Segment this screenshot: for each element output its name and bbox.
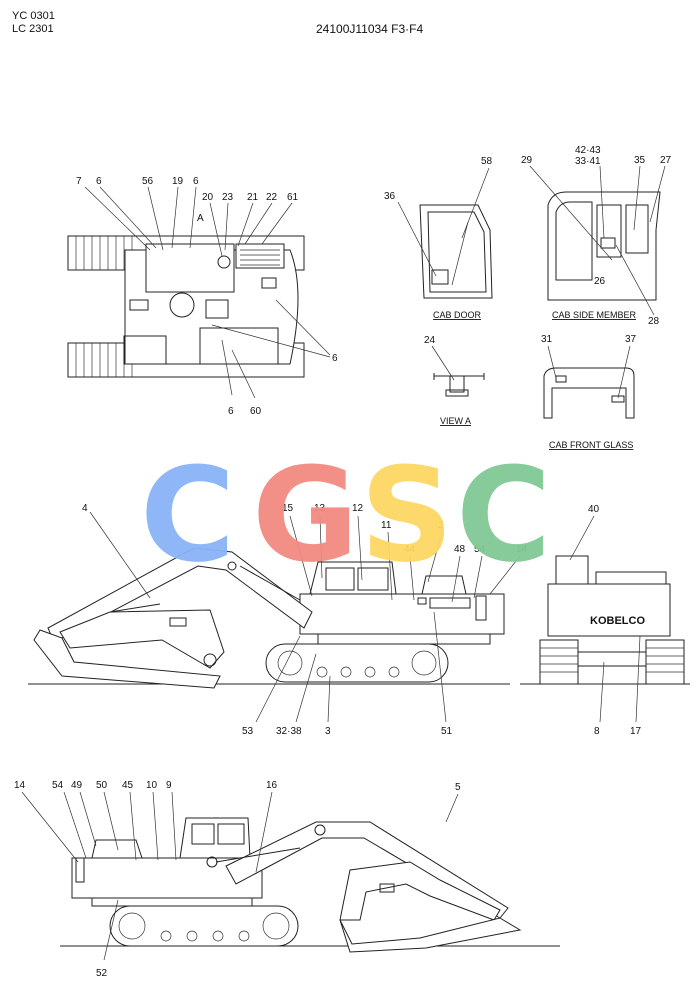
callout-60: 60 <box>250 406 262 417</box>
callout-61: 61 <box>287 192 299 203</box>
callout-35: 35 <box>634 155 646 166</box>
callout-53: 53 <box>242 726 254 737</box>
callout-32-38: 32·38 <box>276 726 302 737</box>
rear-left-track <box>539 639 579 685</box>
callout-14: 14 <box>516 544 528 555</box>
rear-counterweight <box>547 583 671 637</box>
callout-10: 10 <box>146 780 158 791</box>
callout-11: 11 <box>381 520 392 531</box>
cab-front-glass-caption: CAB FRONT GLASS <box>549 440 633 450</box>
callout-26: 26 <box>594 276 606 287</box>
callout-24: 24 <box>424 335 436 346</box>
callout-29: 29 <box>521 155 533 166</box>
callout-7: 7 <box>76 176 82 187</box>
watermark-letter-c1: C <box>140 439 235 591</box>
callout-27: 27 <box>660 155 672 166</box>
callout-23: 23 <box>222 192 234 203</box>
callout-44: 44 <box>404 544 416 555</box>
callout-37: 37 <box>625 334 637 345</box>
callout-9: 9 <box>166 780 172 791</box>
callout-6: 6 <box>228 406 234 417</box>
model-code-1: YC 0301 <box>12 10 55 22</box>
callout-48: 48 <box>454 544 466 555</box>
callout-6: 6 <box>193 176 199 187</box>
cab-side-member-drawing: 29 42·43 33·41 35 27 26 28 CAB SIDE MEMB… <box>521 145 672 327</box>
cab-side-member-caption: CAB SIDE MEMBER <box>552 310 637 320</box>
callout-51: 51 <box>441 726 453 737</box>
callout-15: 15 <box>282 503 294 514</box>
right-cab <box>179 817 251 859</box>
callout-8: 8 <box>594 726 600 737</box>
callout-28: 28 <box>648 316 660 327</box>
swing-circle <box>169 292 195 318</box>
cab-door-drawing: 36 58 CAB DOOR <box>384 156 493 320</box>
callout-13: 13 <box>314 503 326 514</box>
callout-6: 6 <box>96 176 102 187</box>
cab-top <box>145 243 235 293</box>
callout-14: 14 <box>14 780 26 791</box>
rear-view-drawing: KOBELCO 40 8 17 <box>520 504 690 737</box>
upper-body <box>299 593 505 635</box>
callout-36: 36 <box>384 191 396 202</box>
cgsc-watermark: C G S C <box>140 439 551 591</box>
callout-42-43: 42·43 <box>575 145 601 156</box>
callout-12: 12 <box>352 503 364 514</box>
callout-16: 16 <box>266 780 278 791</box>
kobelco-decal: KOBELCO <box>590 615 645 627</box>
callout-56: 56 <box>142 176 154 187</box>
callout-33-41: 33·41 <box>575 156 601 167</box>
callout-2: 2 <box>438 520 444 531</box>
top-view-drawing: A 7 6 56 19 6 20 2 <box>67 176 338 417</box>
part-code: 24100J11034 F3·F4 <box>316 22 424 36</box>
watermark-letter-g: G <box>252 439 359 591</box>
callout-45: 45 <box>122 780 134 791</box>
watermark-letter-s: S <box>360 439 454 591</box>
radiator-top <box>235 243 285 269</box>
right-bucket <box>339 917 522 953</box>
callout-50: 50 <box>96 780 108 791</box>
side-view-left-drawing: 4 15 13 12 11 2 44 48 54 14 53 32·38 3 5… <box>28 503 528 737</box>
view-a-marker: A <box>197 213 204 224</box>
watermark-letter-c2: C <box>456 439 551 591</box>
cab-front-glass-drawing: 31 37 CAB FRONT GLASS <box>541 334 637 450</box>
callout-5: 5 <box>455 782 461 793</box>
boom-foot-top <box>123 335 167 365</box>
callout-31: 31 <box>541 334 553 345</box>
rear-right-track <box>645 639 685 685</box>
callout-21: 21 <box>247 192 259 203</box>
view-a-caption: VIEW A <box>440 416 471 426</box>
right-crawler-track <box>109 905 299 947</box>
cab-door-caption: CAB DOOR <box>433 310 482 320</box>
callout-58: 58 <box>481 156 493 167</box>
counterweight-top <box>199 327 279 365</box>
cab-side <box>309 561 397 595</box>
bucket-linkage <box>33 629 221 689</box>
callout-52: 52 <box>96 968 108 979</box>
side-view-right-drawing: 14 54 49 50 45 10 9 16 5 52 <box>14 780 560 979</box>
view-a-drawing: 24 VIEW A <box>424 335 485 426</box>
callout-17: 17 <box>630 726 642 737</box>
callout-4: 4 <box>82 503 88 514</box>
callout-3: 3 <box>325 726 331 737</box>
model-code-2: LC 2301 <box>12 23 54 35</box>
callout-20: 20 <box>202 192 214 203</box>
callout-22: 22 <box>266 192 278 203</box>
callout-6: 6 <box>332 353 338 364</box>
callout-40: 40 <box>588 504 600 515</box>
callout-54: 54 <box>52 780 64 791</box>
filler-cap <box>217 255 231 269</box>
callout-19: 19 <box>172 176 184 187</box>
callout-54: 54 <box>474 544 486 555</box>
arm-side <box>59 609 225 669</box>
rear-cab <box>555 555 589 585</box>
callout-49: 49 <box>71 780 83 791</box>
